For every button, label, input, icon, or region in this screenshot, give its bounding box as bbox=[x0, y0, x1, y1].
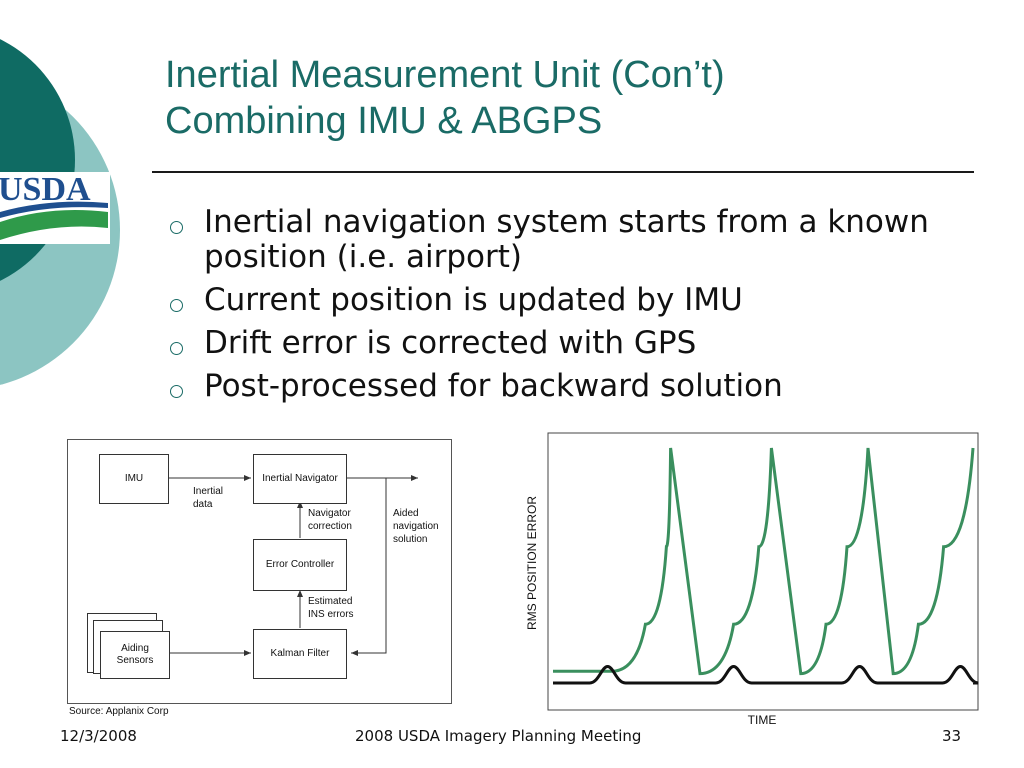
x-axis-label: TIME bbox=[748, 713, 777, 727]
logo-blue-swoosh bbox=[0, 201, 108, 218]
bullet-item: Post-processed for backward solution bbox=[164, 369, 964, 404]
diagram-source: Source: Applanix Corp bbox=[69, 706, 169, 717]
circle-bullet-icon bbox=[170, 385, 183, 398]
imu-gps-block-diagram: IMU Inertial Navigator Error Controller … bbox=[67, 439, 452, 704]
bullet-text: Current position is updated by IMU bbox=[204, 282, 743, 318]
rms-error-chart: RMS POSITION ERROR TIME bbox=[525, 432, 979, 727]
series-line-growth bbox=[553, 447, 975, 676]
title-line-2: Combining IMU & ABGPS bbox=[165, 100, 603, 142]
footer-page-number: 33 bbox=[942, 727, 962, 745]
bullet-item: Drift error is corrected with GPS bbox=[164, 326, 964, 361]
inertial-data-label: Inertial data bbox=[193, 486, 224, 510]
title-divider bbox=[152, 171, 974, 173]
series-line-bounded bbox=[553, 665, 979, 685]
bullet-list: Inertial navigation system starts from a… bbox=[164, 205, 964, 412]
slide-title: Inertial Measurement Unit (Con’t) Combin… bbox=[165, 52, 725, 144]
bullet-text: Post-processed for backward solution bbox=[204, 368, 783, 404]
circle-bullet-icon bbox=[170, 221, 183, 234]
navigator-correction-label: Navigator correction bbox=[308, 508, 352, 532]
aided-navigation-solution-label: Aided navigation solution bbox=[393, 508, 439, 545]
footer-date: 12/3/2008 bbox=[60, 727, 137, 745]
kalman-filter-box: Kalman Filter bbox=[253, 629, 347, 679]
diagram-connectors bbox=[168, 475, 418, 656]
arrow-feedback-to-kalman bbox=[351, 478, 387, 656]
error-controller-box: Error Controller bbox=[253, 539, 347, 591]
bullet-text: Drift error is corrected with GPS bbox=[204, 325, 697, 361]
logo-text: USDA bbox=[0, 171, 91, 208]
usda-logo-decoration: USDA bbox=[0, 39, 120, 385]
bullet-item: Inertial navigation system starts from a… bbox=[164, 205, 964, 275]
estimated-ins-errors-label: Estimated INS errors bbox=[308, 596, 354, 620]
inertial-navigator-box: Inertial Navigator bbox=[253, 454, 347, 504]
aiding-sensors-box: Aiding Sensors bbox=[100, 631, 170, 679]
logo-green-swoosh bbox=[0, 209, 108, 240]
title-line-1: Inertial Measurement Unit (Con’t) bbox=[165, 54, 725, 96]
footer-event: 2008 USDA Imagery Planning Meeting bbox=[355, 727, 642, 745]
bullet-item: Current position is updated by IMU bbox=[164, 283, 964, 318]
circle-bullet-icon bbox=[170, 342, 183, 355]
circle-bullet-icon bbox=[170, 299, 183, 312]
imu-box: IMU bbox=[99, 454, 169, 504]
y-axis-label: RMS POSITION ERROR bbox=[525, 496, 539, 630]
bullet-text: Inertial navigation system starts from a… bbox=[204, 204, 929, 275]
